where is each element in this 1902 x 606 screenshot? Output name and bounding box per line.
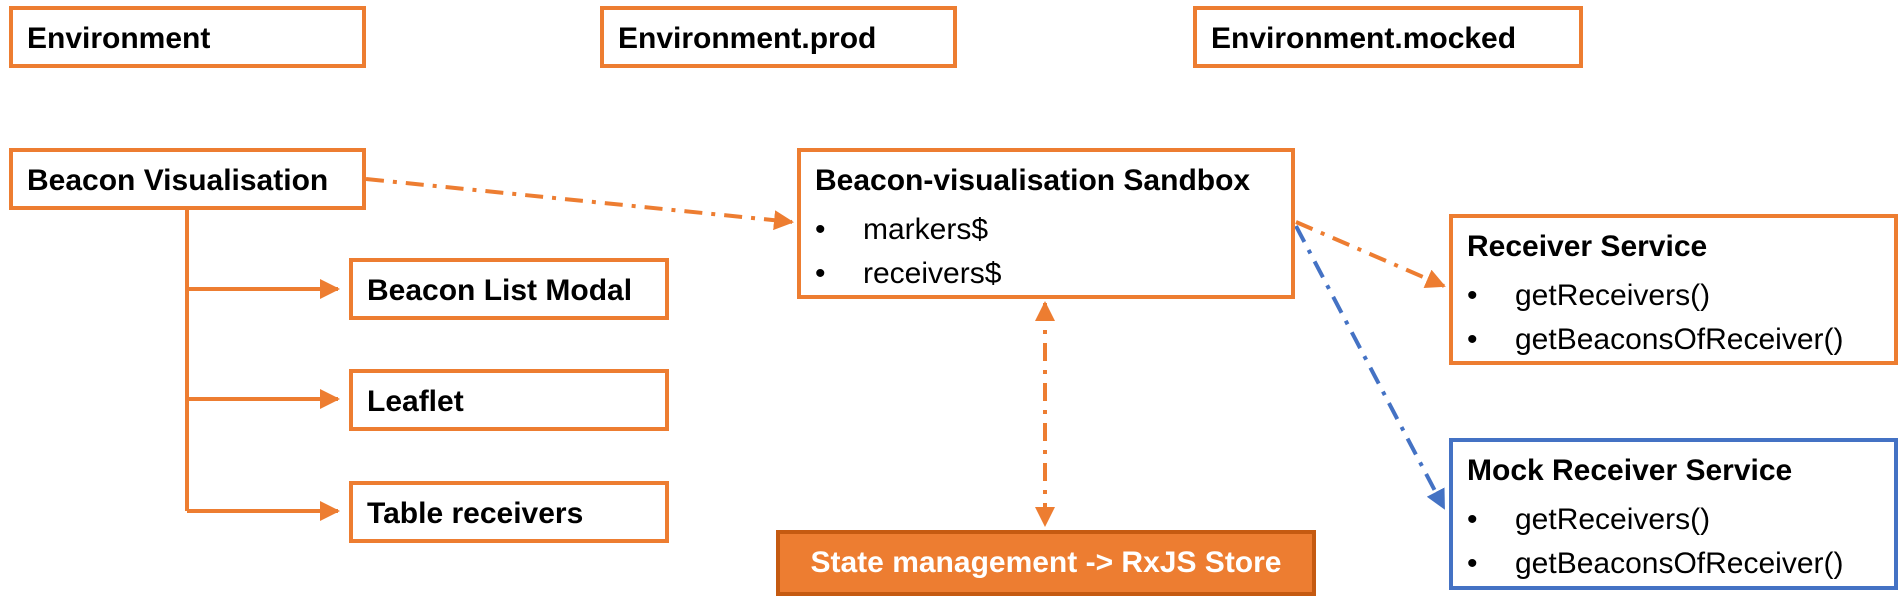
list-item: • markers$: [815, 208, 1001, 252]
sandbox-observable-list: • markers$ • receivers$: [815, 208, 1001, 296]
visualisation-to-sandbox-arrow: [365, 177, 794, 231]
table-receivers-label: Table receivers: [367, 497, 584, 530]
state-store-box: State management -> RxJS Store: [776, 530, 1316, 596]
list-item: • getBeaconsOfReceiver(): [1467, 542, 1843, 586]
list-item: • receivers$: [815, 252, 1001, 296]
mock-receiver-service-box: Mock Receiver Service • getReceivers() • g…: [1449, 438, 1898, 590]
environment-box: Environment: [9, 6, 366, 68]
table-receivers-box: Table receivers: [349, 481, 669, 543]
beacon-visualisation-box: Beacon Visualisation: [9, 148, 366, 210]
sandbox-to-mock-service-arrow: [1294, 225, 1446, 510]
state-store-label: State management -> RxJS Store: [810, 546, 1282, 579]
environment-prod-label: Environment.prod: [618, 22, 877, 55]
list-item: • getBeaconsOfReceiver(): [1467, 318, 1843, 362]
mock-receiver-service-title: Mock Receiver Service: [1467, 454, 1793, 487]
bullet-glyph: •: [815, 213, 826, 246]
mock-receiver-service-method-list: • getReceivers() • getBeaconsOfReceiver(): [1467, 498, 1843, 586]
leaflet-box: Leaflet: [349, 369, 669, 431]
sandbox-title: Beacon-visualisation Sandbox: [815, 164, 1251, 197]
receiver-service-method: getReceivers(): [1515, 279, 1711, 312]
receiver-service-method: getBeaconsOfReceiver(): [1515, 323, 1844, 356]
receiver-service-title: Receiver Service: [1467, 230, 1708, 263]
bullet-glyph: •: [1467, 323, 1478, 356]
beacon-list-modal-label: Beacon List Modal: [367, 274, 633, 307]
beacon-visualisation-label: Beacon Visualisation: [27, 164, 329, 197]
list-item: • getReceivers(): [1467, 274, 1843, 318]
bullet-glyph: •: [1467, 279, 1478, 312]
bullet-glyph: •: [815, 257, 826, 290]
environment-mocked-label: Environment.mocked: [1211, 22, 1517, 55]
bullet-glyph: •: [1467, 547, 1478, 580]
environment-mocked-box: Environment.mocked: [1193, 6, 1583, 68]
sandbox-item-receivers: receivers$: [863, 257, 1002, 290]
sandbox-box: Beacon-visualisation Sandbox • markers$ •…: [797, 148, 1295, 299]
sandbox-item-markers: markers$: [863, 213, 989, 246]
sandbox-to-receiver-service-arrow: [1295, 220, 1446, 289]
receiver-service-box: Receiver Service • getReceivers() • getBea…: [1449, 214, 1898, 365]
bullet-glyph: •: [1467, 503, 1478, 536]
beacon-list-modal-box: Beacon List Modal: [349, 258, 669, 320]
component-tree-connectors: [185, 210, 340, 521]
receiver-service-method-list: • getReceivers() • getBeaconsOfReceiver(): [1467, 274, 1843, 362]
list-item: • getReceivers(): [1467, 498, 1843, 542]
leaflet-label: Leaflet: [367, 385, 464, 418]
mock-receiver-service-method: getBeaconsOfReceiver(): [1515, 547, 1844, 580]
mock-receiver-service-method: getReceivers(): [1515, 503, 1711, 536]
environment-label: Environment: [27, 22, 211, 55]
environment-prod-box: Environment.prod: [600, 6, 957, 68]
